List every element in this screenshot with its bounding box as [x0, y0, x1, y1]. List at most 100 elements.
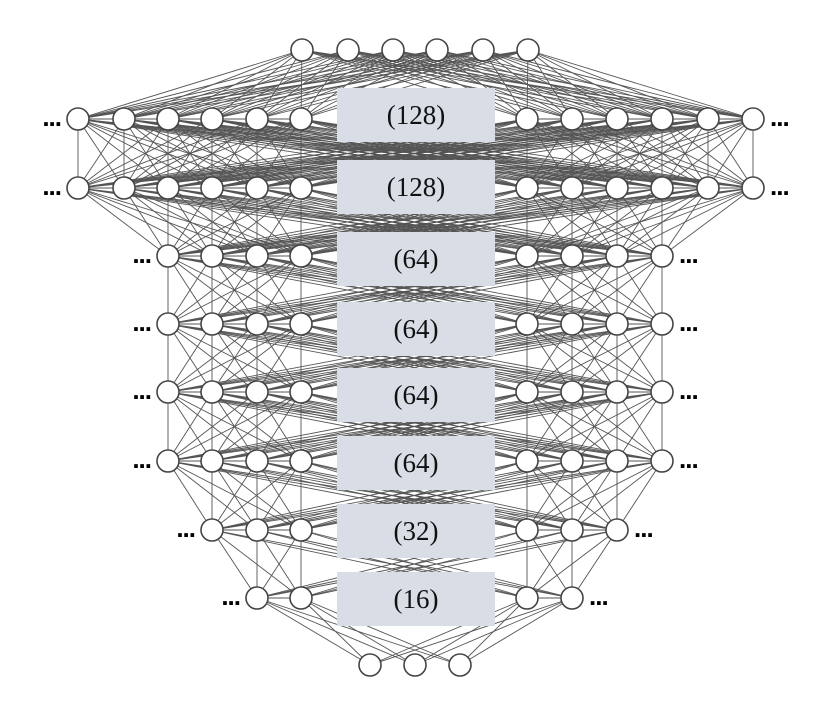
connection-edge — [167, 323, 663, 393]
connection-edge — [167, 323, 573, 393]
hidden-node — [560, 449, 584, 473]
connection-edge — [616, 118, 754, 189]
connection-edge — [571, 323, 663, 393]
ellipsis-left: ... — [132, 307, 151, 337]
ellipsis-right: ... — [770, 102, 789, 132]
connection-edge — [123, 118, 754, 189]
connection-edge — [77, 118, 302, 189]
input-node — [516, 38, 540, 62]
hidden-node — [515, 107, 539, 131]
hidden-node — [66, 107, 90, 131]
hidden-node — [605, 107, 629, 131]
hidden-node — [605, 449, 629, 473]
connection-edge — [527, 49, 709, 120]
layer-size-boxes — [337, 88, 495, 626]
hidden-node — [741, 107, 765, 131]
connection-edge — [77, 49, 529, 120]
connection-edge — [211, 391, 663, 462]
hidden-node — [289, 107, 313, 131]
connection-edge — [527, 49, 573, 120]
hidden-node — [200, 244, 224, 268]
hidden-node — [289, 176, 313, 200]
connection-edge — [527, 49, 618, 120]
connection-edge — [661, 187, 754, 257]
connection-edge — [369, 597, 528, 666]
connection-edge — [167, 391, 618, 462]
layer-size-label: (32) — [394, 516, 439, 546]
connection-edge — [526, 187, 754, 257]
hidden-node — [200, 380, 224, 404]
hidden-node — [289, 518, 313, 542]
ellipsis-right: ... — [679, 307, 698, 337]
hidden-node — [245, 312, 269, 336]
connection-edge — [211, 460, 573, 531]
hidden-node — [112, 176, 136, 200]
hidden-node — [605, 380, 629, 404]
input-node — [381, 38, 405, 62]
connection-edge — [167, 255, 302, 325]
ellipsis-left: ... — [221, 581, 240, 611]
ellipsis-left: ... — [176, 513, 195, 543]
connection-edge — [571, 187, 754, 257]
connection-edge — [256, 460, 663, 531]
hidden-node — [156, 244, 180, 268]
input-node — [336, 38, 360, 62]
hidden-node — [245, 244, 269, 268]
hidden-node — [200, 449, 224, 473]
hidden-node — [515, 449, 539, 473]
network-nodes — [66, 38, 765, 677]
connection-edge — [211, 460, 618, 531]
hidden-node — [289, 449, 313, 473]
hidden-node — [200, 176, 224, 200]
ellipsis-right: ... — [634, 513, 653, 543]
hidden-node — [245, 176, 269, 200]
connection-edge — [616, 391, 663, 462]
connection-edge — [616, 255, 663, 325]
connection-edge — [526, 323, 663, 393]
connection-edge — [256, 597, 371, 666]
connection-edge — [211, 49, 529, 120]
connection-edge — [167, 187, 663, 257]
hidden-node — [515, 518, 539, 542]
connection-edge — [211, 529, 302, 599]
ellipsis-left: ... — [132, 375, 151, 405]
ellipsis-right: ... — [589, 581, 608, 611]
hidden-node — [560, 380, 584, 404]
connection-edge — [123, 118, 169, 189]
connection-edge — [167, 187, 213, 257]
ellipsis-left: ... — [132, 444, 151, 474]
connection-edge — [616, 460, 663, 531]
hidden-node — [650, 312, 674, 336]
connection-edge — [77, 49, 438, 120]
connection-edge — [526, 391, 663, 462]
hidden-node — [650, 176, 674, 200]
connection-edge — [527, 49, 663, 120]
connection-edge — [256, 323, 663, 393]
hidden-node — [650, 449, 674, 473]
connection-edge — [167, 323, 618, 393]
connection-edge — [211, 460, 663, 531]
connection-edge — [256, 529, 618, 599]
connection-edge — [211, 460, 302, 531]
connection-edge — [77, 49, 394, 120]
input-node — [471, 38, 495, 62]
hidden-node — [156, 380, 180, 404]
connection-edge — [167, 391, 213, 462]
layer-size-box — [337, 88, 495, 142]
connection-edge — [527, 49, 754, 120]
hidden-node — [245, 380, 269, 404]
layer-size-label: (64) — [394, 448, 439, 478]
hidden-node — [515, 244, 539, 268]
connection-edge — [167, 391, 663, 462]
connection-edge — [167, 460, 213, 531]
layer-size-box — [337, 232, 495, 286]
connection-edge — [571, 529, 618, 599]
hidden-node — [200, 518, 224, 542]
ellipsis-right: ... — [679, 239, 698, 269]
ellipsis-right: ... — [679, 375, 698, 405]
input-node — [290, 38, 314, 62]
hidden-node — [560, 244, 584, 268]
connection-edge — [211, 255, 663, 325]
connection-edge — [167, 187, 618, 257]
hidden-node — [605, 312, 629, 336]
